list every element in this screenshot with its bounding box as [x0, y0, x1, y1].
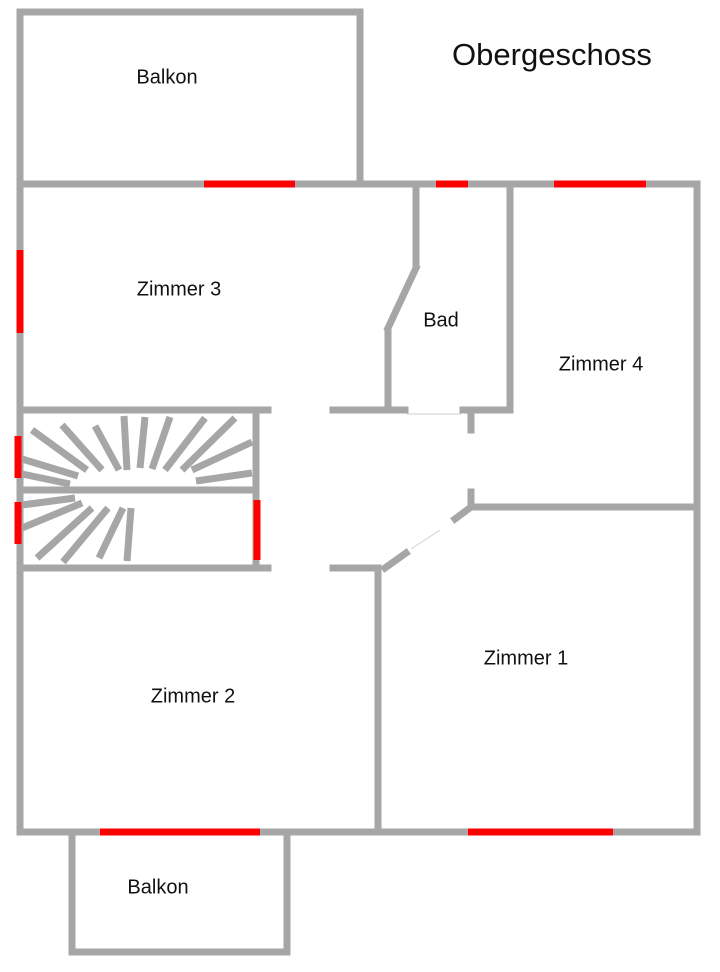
door-thresholds [407, 413, 461, 550]
room-label-zimmer-1: Zimmer 1 [483, 647, 569, 670]
room-label-balkon-bottom: Balkon [127, 876, 189, 899]
staircase [20, 415, 254, 565]
windows [14, 180, 646, 836]
walls [16, 8, 701, 956]
room-label-zimmer-3: Zimmer 3 [136, 278, 222, 301]
room-label-balkon-top: Balkon [136, 66, 198, 89]
floor-title: Obergeschoss [452, 37, 652, 72]
room-label-bad: Bad [423, 309, 459, 332]
room-label-zimmer-2: Zimmer 2 [150, 685, 236, 708]
room-label-zimmer-4: Zimmer 4 [558, 353, 644, 376]
